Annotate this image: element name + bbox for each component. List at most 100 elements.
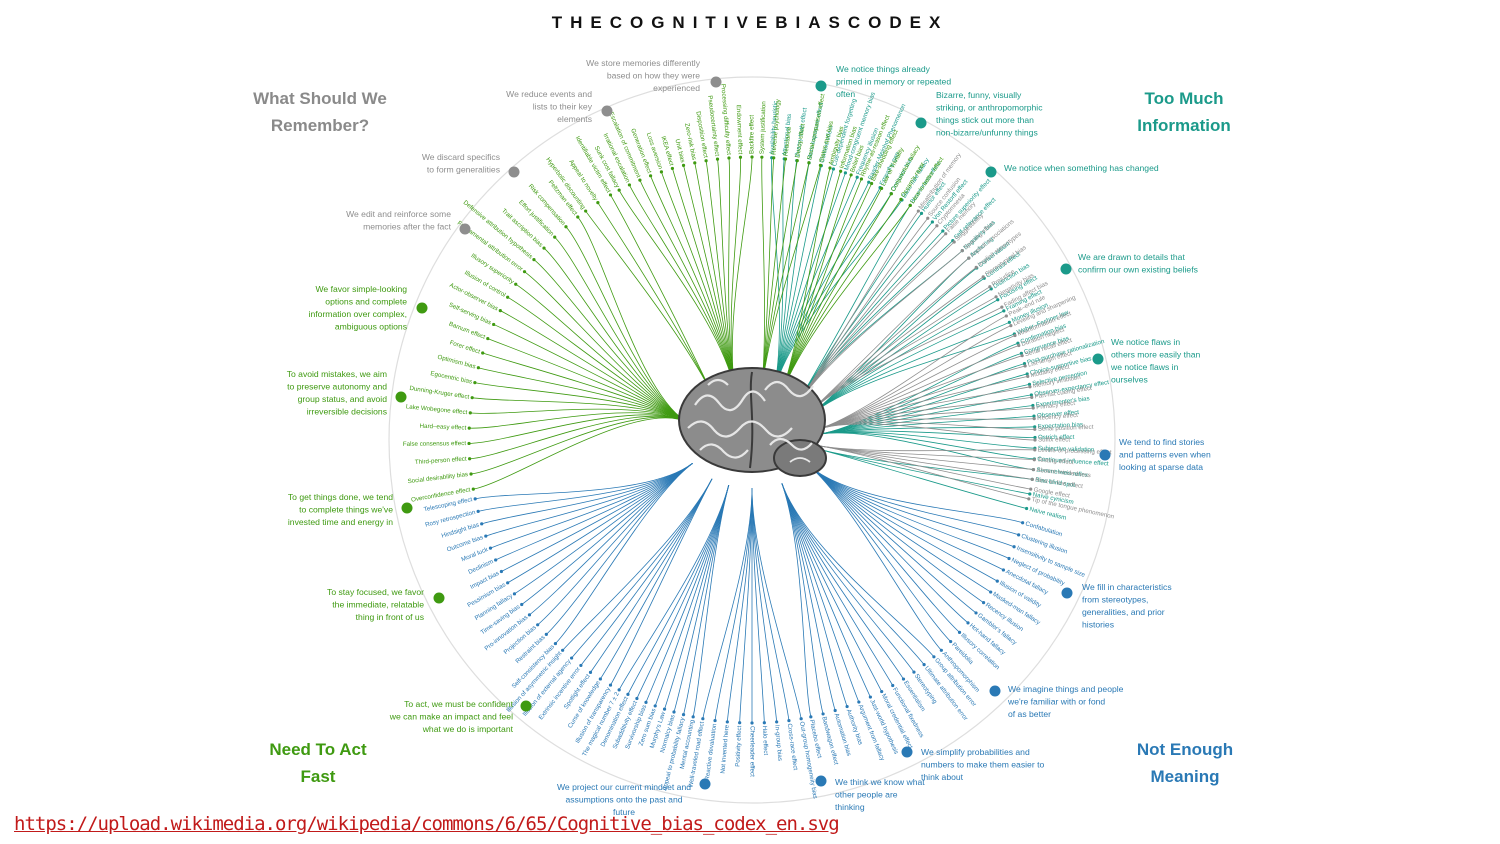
page-title: THECOGNITIVEBIASCODEX <box>551 13 949 32</box>
bias-dot <box>989 590 993 594</box>
bias-dot <box>672 710 676 714</box>
branch-line <box>772 177 858 395</box>
bias-label-false-consensus-effect: False consensus effect <box>403 440 467 448</box>
bias-dot <box>932 655 936 659</box>
bias-label-expectation-bias: Expectation bias <box>1038 421 1084 430</box>
bias-dot <box>1033 425 1037 429</box>
bias-dot <box>839 169 843 173</box>
bias-dot <box>704 159 708 163</box>
group-node <box>985 166 997 178</box>
group-node-layer <box>395 76 1111 790</box>
branch-line <box>809 465 991 593</box>
bias-dot <box>608 193 613 197</box>
bias-label-in-group-bias: In-group bias <box>773 725 783 762</box>
branch-line <box>571 478 713 659</box>
branch-line <box>781 483 925 665</box>
group-node <box>815 775 827 787</box>
branch-line <box>796 250 963 404</box>
bias-label-system-justification: System justification <box>759 101 768 155</box>
branch-line <box>661 171 736 394</box>
branch-layer <box>469 156 1036 723</box>
bias-dot <box>544 632 548 636</box>
branch-line <box>714 487 753 721</box>
branch-line <box>818 315 1007 430</box>
bias-dot <box>648 174 653 178</box>
bias-dot <box>553 235 557 239</box>
branch-line <box>493 324 689 424</box>
branch-line <box>514 462 693 595</box>
bias-dot <box>1007 556 1011 561</box>
group-node <box>989 685 1001 697</box>
group-node <box>433 592 445 604</box>
bias-dot <box>1021 521 1025 525</box>
branch-line <box>819 445 1033 480</box>
branch-line <box>565 226 689 424</box>
branch-line <box>728 157 736 394</box>
bias-dot <box>967 256 971 260</box>
group-node <box>901 746 913 758</box>
bias-dot <box>859 177 864 181</box>
bias-dot <box>670 166 675 171</box>
branch-line <box>780 183 872 397</box>
branch-line <box>543 247 689 424</box>
bias-dot <box>576 215 580 219</box>
branch-line <box>726 487 753 722</box>
bias-dot <box>879 186 884 191</box>
branch-line <box>672 168 736 394</box>
bias-label-barnum-effect: Barnum effect <box>448 321 487 341</box>
group-node <box>1092 353 1104 365</box>
bias-dot <box>1032 417 1036 421</box>
bias-dot <box>880 689 884 694</box>
branch-line <box>610 194 716 400</box>
branch-line <box>478 462 693 512</box>
branch-line <box>809 465 998 582</box>
bias-dot <box>469 472 473 476</box>
bias-dot <box>994 295 998 299</box>
bias-label-reverse-psychology: Reverse psychology <box>771 98 782 155</box>
branch-line <box>475 462 693 500</box>
group-node <box>401 502 413 514</box>
bias-dot <box>952 240 956 244</box>
branch-line <box>515 283 689 424</box>
branch-line <box>761 158 786 393</box>
bias-dot <box>1027 497 1031 501</box>
bias-dot <box>957 630 962 635</box>
bias-dot <box>944 232 948 236</box>
quadrant-label-need-to-act-fast: Need To Act Fast <box>269 740 367 786</box>
branch-line <box>819 342 1019 435</box>
group-node <box>520 700 532 712</box>
bias-label-recency-effect: Recency effect <box>1037 412 1079 422</box>
group-node <box>1060 263 1072 275</box>
bias-dot <box>960 249 964 253</box>
bias-label-cheerleader-effect: Cheerleader effect <box>748 726 755 777</box>
bias-dot <box>899 197 903 201</box>
bias-label-halo-effect: Halo effect <box>761 726 769 756</box>
bias-dot <box>912 670 916 674</box>
branch-line <box>808 257 970 414</box>
bias-dot <box>916 209 920 213</box>
branch-line <box>810 321 1010 416</box>
branch-line <box>478 367 689 424</box>
branch-line <box>781 483 915 673</box>
bias-dot <box>941 229 945 233</box>
bias-dot <box>527 613 532 617</box>
branch-line <box>780 205 911 397</box>
bias-dot <box>727 156 731 160</box>
branch-line <box>809 465 1023 524</box>
bias-dot <box>499 569 504 574</box>
bias-dot <box>857 700 861 704</box>
branch-line <box>780 188 882 397</box>
bias-dot <box>974 265 978 269</box>
branch-line <box>810 333 1015 416</box>
group-node <box>508 166 520 178</box>
source-link[interactable]: https://upload.wikimedia.org/wikipedia/c… <box>14 813 840 835</box>
branch-line <box>781 483 824 715</box>
bias-dot <box>1023 364 1027 368</box>
bias-dot <box>849 173 853 177</box>
